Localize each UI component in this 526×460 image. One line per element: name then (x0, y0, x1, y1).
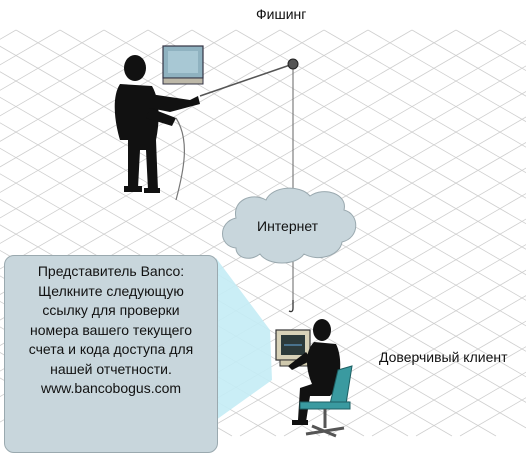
grid-line (323, 29, 526, 148)
diagram-title: Фишинг (256, 6, 307, 22)
rod-tip-icon (287, 58, 299, 70)
grid-line (0, 122, 526, 429)
grid-line (147, 29, 526, 250)
grid-line (0, 29, 193, 142)
grid-line (0, 29, 501, 321)
internet-label: Интернет (257, 218, 319, 234)
phisher-figure-icon (114, 45, 204, 193)
grid-line (235, 29, 526, 199)
grid-line (459, 397, 526, 437)
internet-cloud-icon (222, 187, 357, 264)
client-label: Доверчивый клиент (379, 349, 508, 365)
message-line: нашей отчетности. (50, 360, 172, 377)
message-line: счета и кода доступа для (28, 341, 194, 357)
grid-line (279, 29, 526, 174)
message-line: Представитель Banco: (37, 263, 185, 279)
grid-line (367, 29, 526, 123)
hook-icon (288, 300, 294, 313)
grid-line (0, 29, 325, 219)
message-line: номера вашего текущего (29, 321, 192, 338)
grid-line (371, 346, 526, 437)
grid-line (239, 269, 526, 437)
message-line: Щелкните следующую (38, 282, 184, 299)
grid-line (0, 39, 526, 346)
grid-line (0, 29, 149, 117)
grid-line (0, 147, 497, 437)
grid-line (327, 320, 526, 437)
message-beam (216, 258, 272, 420)
client-figure-icon (275, 319, 353, 438)
grid-line (283, 295, 526, 437)
fishing-line (199, 63, 294, 97)
message-line: ссылку для проверки (42, 302, 180, 318)
grid-line (103, 29, 526, 276)
grid-line (0, 29, 413, 270)
grid-line (0, 29, 457, 295)
grid-line (59, 29, 526, 301)
message-link[interactable]: www.bancobogus.com (40, 380, 182, 396)
grid-line (499, 29, 526, 46)
grid-line (0, 29, 369, 244)
grid-line (191, 29, 526, 225)
grid-line (455, 29, 526, 72)
fishing-rod-cord (175, 117, 185, 201)
phishing-message-box: Представитель Banco: Щелкните следующую … (4, 255, 218, 453)
